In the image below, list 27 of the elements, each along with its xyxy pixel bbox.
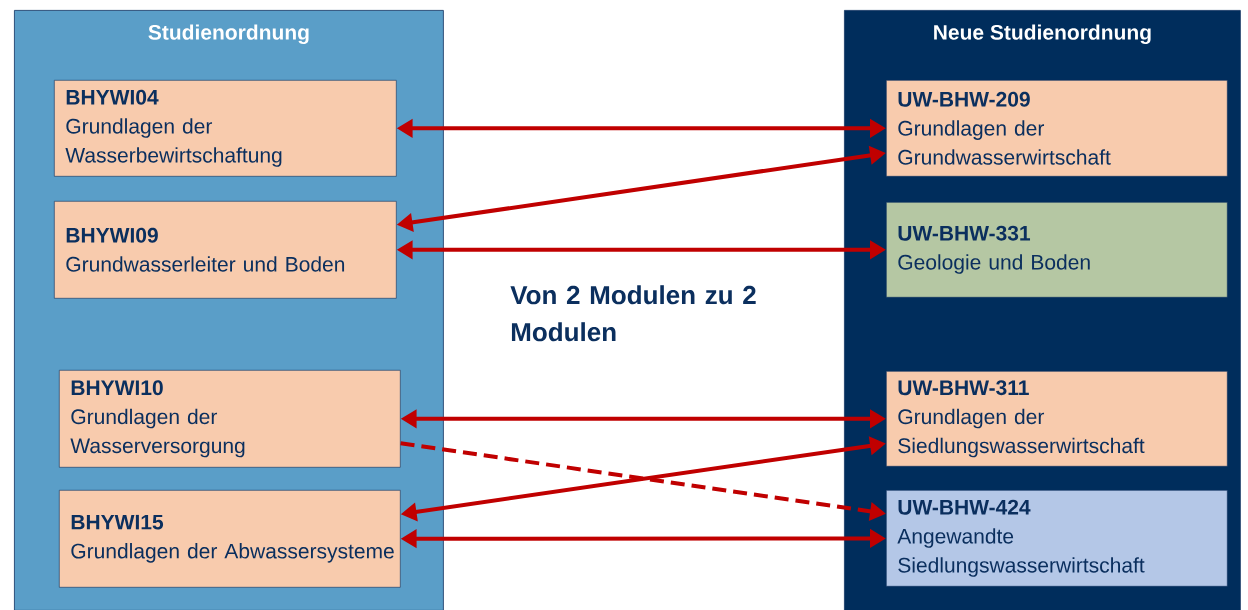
module-title: Grundlagen der Wasserversorgung bbox=[70, 408, 245, 458]
module-title: Grundlagen der Abwassersysteme bbox=[71, 543, 394, 563]
module-code: BHYWI15 bbox=[71, 514, 164, 530]
module-code: UW-BHW-311 bbox=[898, 380, 1029, 396]
module-code: UW-BHW-331 bbox=[898, 225, 1030, 241]
module-box bbox=[886, 371, 1228, 467]
module-title: Grundlagen der Grundwasserwirtschaft bbox=[898, 120, 1111, 165]
module-box bbox=[54, 201, 397, 299]
module-code: UW-BHW-424 bbox=[898, 499, 1031, 515]
module-box bbox=[59, 370, 401, 468]
module-title: Angewandte Siedlungswasserwirtschaft bbox=[897, 528, 1145, 577]
panel-title: Neue Studienordnung bbox=[934, 24, 1151, 45]
module-box bbox=[54, 80, 397, 177]
module-box bbox=[59, 490, 401, 588]
module-box bbox=[886, 490, 1228, 587]
module-title: Grundlagen der Wasserbewirtschaftung bbox=[65, 118, 282, 167]
module-title: Grundwasserleiter und Boden bbox=[66, 256, 345, 272]
panel-title: Studienordnung bbox=[148, 24, 309, 45]
module-code: UW-BHW-209 bbox=[898, 91, 1030, 107]
note-text: Von 2 Modulen zu 2 Modulen bbox=[510, 285, 756, 342]
module-code: BHYWI04 bbox=[66, 89, 159, 105]
module-box bbox=[886, 202, 1228, 298]
module-box bbox=[886, 80, 1228, 177]
module-title: Grundlagen der Siedlungswasserwirtschaft bbox=[898, 408, 1145, 458]
module-code: BHYWI10 bbox=[71, 380, 163, 396]
module-title: Geologie und Boden bbox=[898, 254, 1090, 274]
module-code: BHYWI09 bbox=[66, 227, 158, 243]
